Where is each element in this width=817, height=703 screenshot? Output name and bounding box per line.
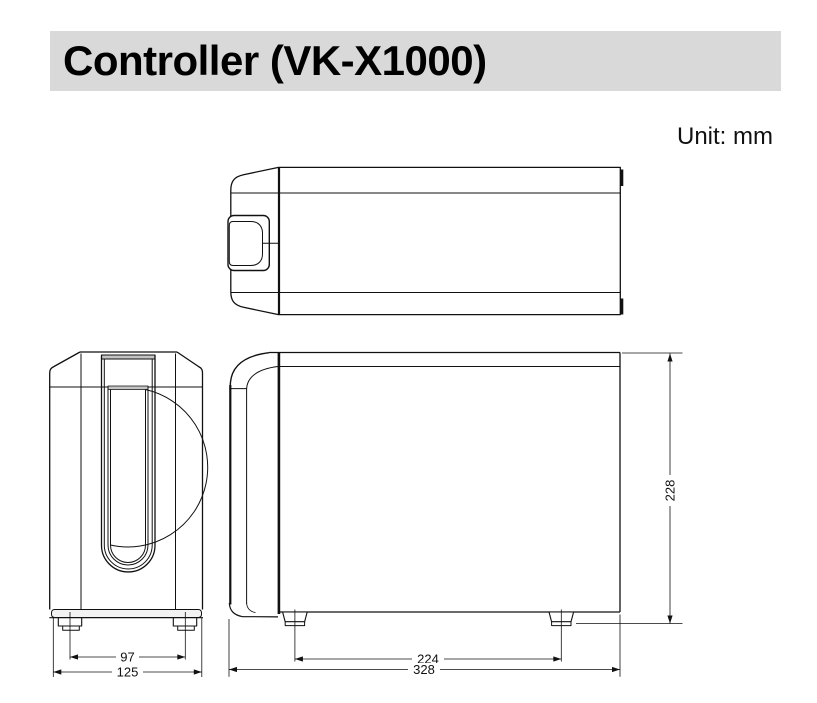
dim-97-arrow-left [70, 654, 78, 660]
dim-front-overall-width: 125 [117, 665, 139, 680]
handle-slot-u1 [100, 355, 156, 573]
dimensions: 97 125 224 328 [52, 352, 683, 680]
handle-slot-inner-bar [107, 385, 149, 390]
dim-125-arrow-left [53, 669, 62, 675]
side-bezel-skid [228, 602, 279, 618]
dim-224-mask [412, 652, 444, 666]
dim-overall-depth: 328 [413, 662, 435, 677]
dim-228-mask [662, 475, 677, 506]
dim-328-mask [408, 663, 440, 677]
front-foot-left-pad [62, 625, 80, 631]
dim-125-arrow-right [193, 669, 202, 675]
handle-slot-u3 [107, 386, 149, 566]
handle-slot-u4 [110, 389, 209, 563]
handle-slot-u2 [103, 359, 153, 570]
side-view [228, 351, 621, 662]
front-left-shoulder [49, 351, 81, 610]
front-base-plate [51, 609, 202, 618]
front-view [49, 351, 209, 660]
dim-328-arrow-right [612, 666, 620, 673]
side-bezel-inner-curve [246, 366, 279, 604]
dim-328-arrow-left [229, 666, 237, 673]
dim-228-arrow-top [667, 353, 673, 362]
dim-97-mask [116, 650, 139, 664]
handle-slot-top-bar [101, 354, 156, 360]
section-header-bar: Controller (VK-X1000) [50, 31, 781, 91]
page-title: Controller (VK-X1000) [63, 37, 487, 84]
dim-224-arrow-left [294, 656, 303, 662]
front-foot-right-pad [177, 625, 195, 631]
dim-97-arrow-right [177, 654, 186, 660]
side-bezel-outer-curve [229, 352, 270, 387]
top-view [227, 166, 624, 316]
dim-overall-height: 228 [663, 480, 678, 502]
dim-228-arrow-bottom [667, 615, 673, 624]
side-bezel-skid-inner [246, 602, 256, 614]
dim-224-arrow-right [553, 656, 562, 662]
unit-label: Unit: mm [677, 123, 773, 150]
dim-front-feet-pitch: 97 [120, 650, 134, 665]
dim-side-feet-pitch: 224 [417, 652, 439, 667]
carry-handle-inner [228, 221, 263, 266]
front-right-shoulder [176, 351, 204, 610]
dim-125-mask [112, 665, 143, 679]
rear-tab-top [620, 169, 624, 186]
top-view-outline [230, 166, 621, 316]
rear-tab-bottom [620, 298, 624, 315]
